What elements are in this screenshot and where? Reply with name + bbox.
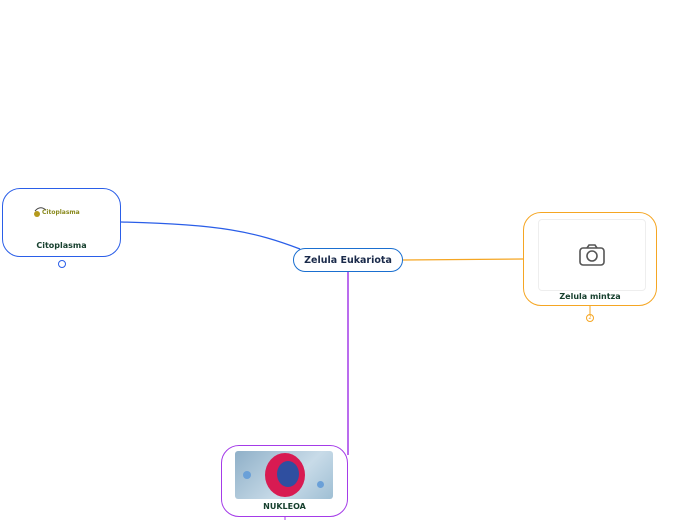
- branch-zelula-mintza[interactable]: Zelula mintza: [523, 212, 657, 306]
- collapse-badge[interactable]: [58, 260, 66, 268]
- branch-nukleoa[interactable]: NUKLEOA: [221, 445, 348, 517]
- branch-label: NUKLEOA: [263, 502, 306, 511]
- image-placeholder: [538, 219, 646, 291]
- logo-arrow-icon: [34, 207, 47, 217]
- central-label: Zelula Eukariota: [304, 255, 392, 266]
- branch-label: Zelula mintza: [559, 292, 621, 301]
- collapse-badge[interactable]: 2: [586, 314, 594, 322]
- branch-label: Citoplasma: [36, 241, 87, 250]
- nucleus-image: [235, 451, 333, 499]
- citoplasma-logo: Citoplasma: [33, 205, 89, 219]
- central-topic[interactable]: Zelula Eukariota: [293, 248, 403, 272]
- branch-citoplasma[interactable]: Citoplasma Citoplasma: [2, 188, 121, 257]
- logo-text: Citoplasma: [42, 209, 80, 216]
- link-citoplasma: [120, 221, 301, 250]
- link-zelula-mintza: [402, 258, 524, 261]
- camera-icon: [579, 244, 605, 266]
